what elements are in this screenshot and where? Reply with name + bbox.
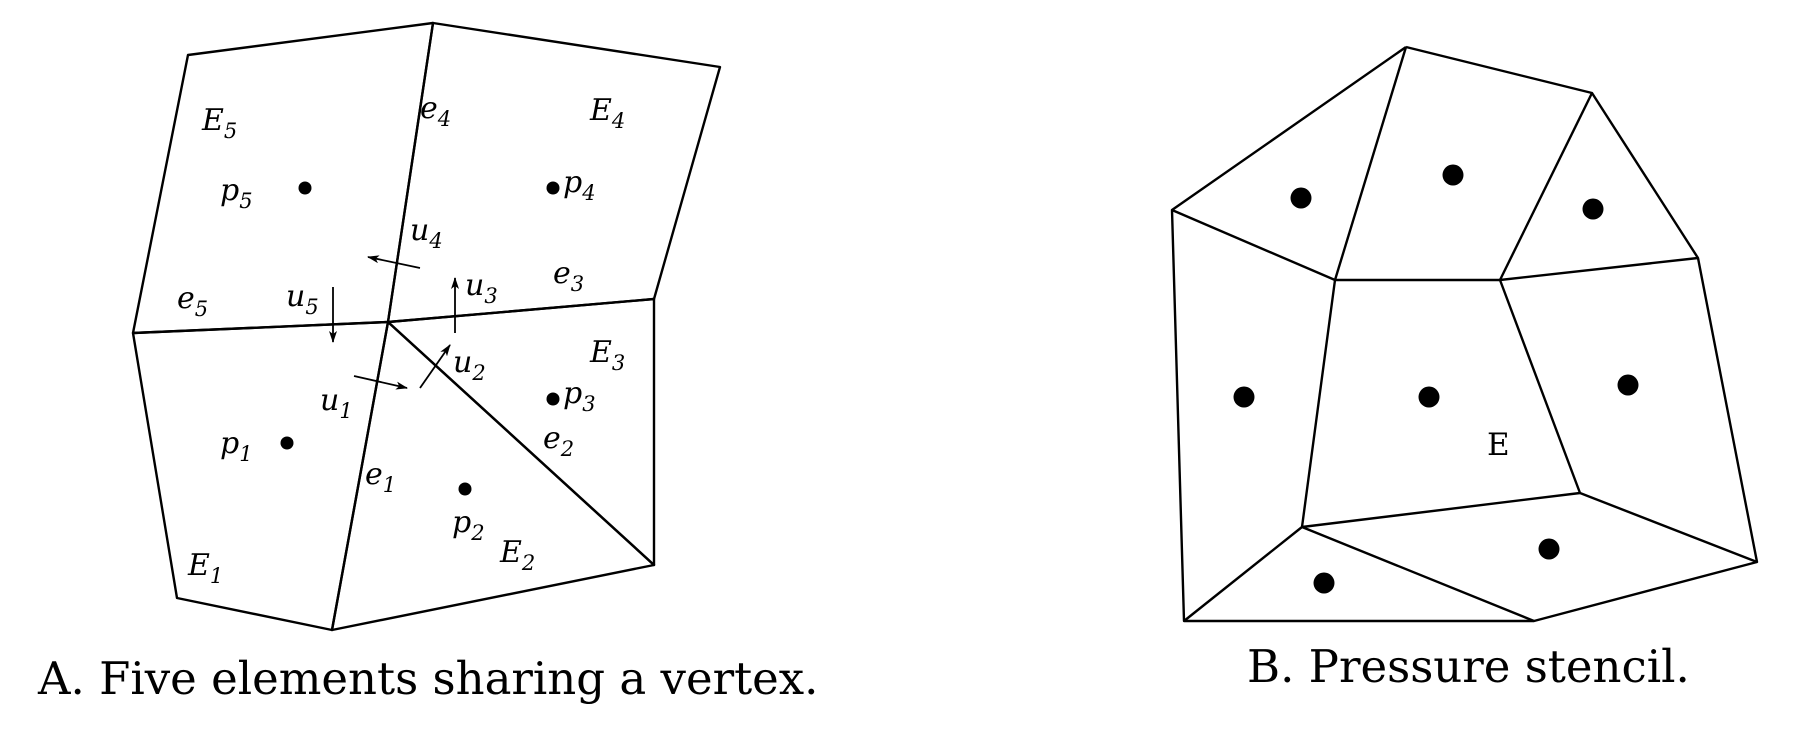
flux-arrow-u1 bbox=[353, 375, 408, 390]
label-E3: E3 bbox=[589, 335, 625, 375]
element-e1-outline bbox=[131, 320, 390, 632]
pressure-dot-p1 bbox=[280, 436, 294, 450]
label-e1: e1 bbox=[365, 457, 396, 497]
spoke-1 bbox=[1171, 208, 1336, 282]
label-E4: E4 bbox=[589, 93, 625, 133]
label-e2: e2 bbox=[543, 421, 574, 461]
label-p4: p4 bbox=[563, 165, 596, 205]
pressure-dot-p3 bbox=[546, 392, 560, 406]
center-cell-outline bbox=[1300, 278, 1582, 529]
label-u5: u5 bbox=[286, 279, 319, 319]
label-E2: E2 bbox=[499, 535, 535, 575]
label-p2: p2 bbox=[452, 505, 485, 545]
panel-a-mesh bbox=[131, 21, 722, 632]
stencil-dot bbox=[1442, 164, 1464, 186]
label-e3: e3 bbox=[553, 256, 584, 296]
stencil-dot bbox=[1582, 198, 1604, 220]
stencil-dot bbox=[1418, 386, 1440, 408]
spoke-6 bbox=[1301, 525, 1535, 623]
label-E5: E5 bbox=[201, 103, 237, 143]
label-u1: u1 bbox=[320, 383, 353, 423]
stencil-dot bbox=[1617, 374, 1639, 396]
stencil-dot bbox=[1290, 187, 1312, 209]
pressure-dot-p4 bbox=[546, 181, 560, 195]
outer-boundary bbox=[1170, 45, 1759, 623]
label-u3: u3 bbox=[465, 268, 498, 308]
pressure-points-b bbox=[1233, 164, 1639, 594]
label-center-E: E bbox=[1487, 427, 1510, 463]
spoke-2 bbox=[1333, 46, 1408, 281]
flux-arrow-u4 bbox=[367, 255, 421, 269]
spoke-7 bbox=[1183, 526, 1303, 622]
pressure-dot-p5 bbox=[298, 181, 312, 195]
label-p5: p5 bbox=[220, 173, 253, 213]
pressure-dot-p2 bbox=[458, 482, 472, 496]
caption-a: A. Five elements sharing a vertex. bbox=[37, 652, 819, 705]
panel-b-mesh bbox=[1170, 45, 1759, 623]
pressure-points-a bbox=[280, 181, 560, 496]
label-e5: e5 bbox=[177, 281, 208, 321]
spoke-5 bbox=[1579, 491, 1758, 564]
stencil-dot bbox=[1233, 386, 1255, 408]
flux-arrows bbox=[329, 255, 459, 390]
stencil-dot bbox=[1538, 538, 1560, 560]
label-u2: u2 bbox=[453, 345, 486, 385]
spoke-4 bbox=[1499, 256, 1699, 282]
flux-arrow-u2 bbox=[419, 344, 451, 389]
label-u4: u4 bbox=[410, 213, 443, 253]
spoke-3 bbox=[1498, 92, 1594, 281]
panel-a-labels: E5 E4 E3 E2 E1 p5 p4 p3 p2 p1 e1 e2 e3 e… bbox=[177, 91, 625, 588]
label-p3: p3 bbox=[563, 376, 596, 416]
label-e4: e4 bbox=[420, 91, 451, 131]
caption-b: B. Pressure stencil. bbox=[1247, 640, 1690, 693]
element-e3-outline bbox=[386, 297, 656, 567]
panel-b-diagram: E B. Pressure stencil. bbox=[1170, 45, 1759, 693]
label-E1: E1 bbox=[187, 548, 223, 588]
panel-a-diagram: E5 E4 E3 E2 E1 p5 p4 p3 p2 p1 e1 e2 e3 e… bbox=[37, 21, 819, 705]
label-p1: p1 bbox=[220, 426, 253, 466]
stencil-dot bbox=[1313, 572, 1335, 594]
